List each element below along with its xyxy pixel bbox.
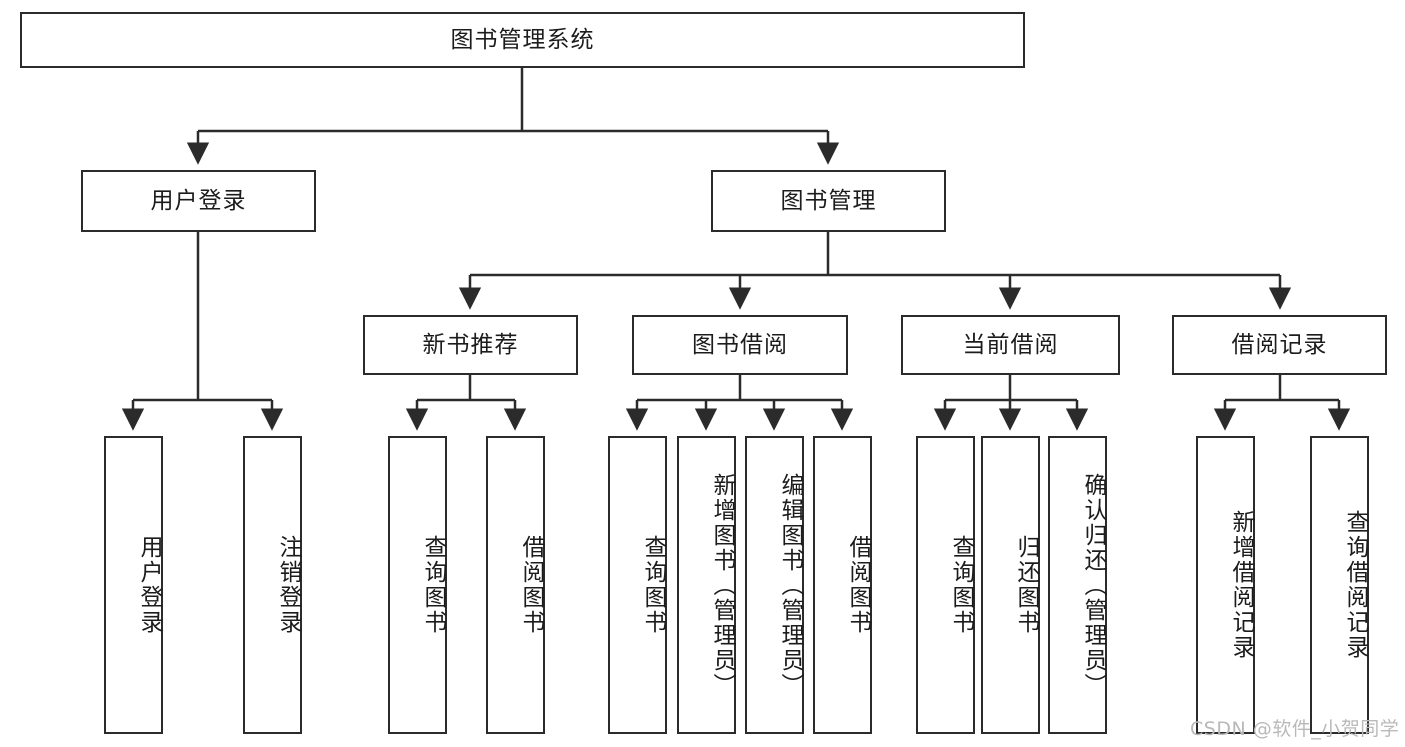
node-leaf-label: 查询借阅记录 (1342, 510, 1368, 660)
node-leaf-label: 用户登录 (136, 535, 162, 635)
node-leaf-label: 注销登录 (275, 535, 301, 635)
node-leaf-label: 借阅图书 (518, 535, 544, 635)
node-leaf-return-book[interactable]: 归还图书 (981, 436, 1040, 734)
node-leaf-label: 确认归还（管理员） (1080, 472, 1106, 698)
node-leaf-label: 查询图书 (420, 535, 446, 635)
node-leaf-label: 查询图书 (948, 535, 974, 635)
node-leaf-label: 查询图书 (640, 535, 666, 635)
node-new-book-recommend[interactable]: 新书推荐 (363, 315, 578, 375)
node-user-login-label: 用户登录 (150, 187, 247, 214)
csdn-watermark: CSDN @软件_小贺同学 (1190, 718, 1400, 740)
node-leaf-edit-book-admin[interactable]: 编辑图书（管理员） (745, 436, 804, 734)
node-leaf-query-book-current[interactable]: 查询图书 (916, 436, 975, 734)
node-borrow-record-label: 借阅记录 (1231, 331, 1328, 358)
node-leaf-add-book-admin[interactable]: 新增图书（管理员） (677, 436, 736, 734)
node-user-login[interactable]: 用户登录 (81, 170, 316, 232)
node-borrow-record[interactable]: 借阅记录 (1172, 315, 1387, 375)
node-leaf-label: 新增借阅记录 (1228, 510, 1254, 660)
node-root-label: 图书管理系统 (450, 26, 595, 53)
node-leaf-query-book-borrow[interactable]: 查询图书 (608, 436, 667, 734)
node-current-borrow-label: 当前借阅 (962, 331, 1059, 358)
node-leaf-label: 编辑图书（管理员） (777, 472, 803, 698)
node-book-management-label: 图书管理 (780, 187, 877, 214)
node-current-borrow[interactable]: 当前借阅 (901, 315, 1120, 375)
node-book-borrow[interactable]: 图书借阅 (632, 315, 848, 375)
node-leaf-query-borrow-record[interactable]: 查询借阅记录 (1310, 436, 1369, 734)
node-new-book-recommend-label: 新书推荐 (422, 331, 519, 358)
node-root[interactable]: 图书管理系统 (20, 12, 1025, 68)
node-leaf-label: 借阅图书 (845, 535, 871, 635)
node-leaf-logout[interactable]: 注销登录 (243, 436, 302, 734)
node-leaf-query-book-recommend[interactable]: 查询图书 (388, 436, 447, 734)
node-leaf-borrow-book[interactable]: 借阅图书 (813, 436, 872, 734)
node-book-management[interactable]: 图书管理 (711, 170, 946, 232)
node-leaf-user-login[interactable]: 用户登录 (104, 436, 163, 734)
node-book-borrow-label: 图书借阅 (692, 331, 788, 358)
node-leaf-confirm-return-admin[interactable]: 确认归还（管理员） (1048, 436, 1107, 734)
node-leaf-label: 新增图书（管理员） (709, 472, 735, 698)
node-leaf-borrow-book-recommend[interactable]: 借阅图书 (486, 436, 545, 734)
node-leaf-label: 归还图书 (1013, 535, 1039, 635)
node-leaf-add-borrow-record[interactable]: 新增借阅记录 (1196, 436, 1255, 734)
